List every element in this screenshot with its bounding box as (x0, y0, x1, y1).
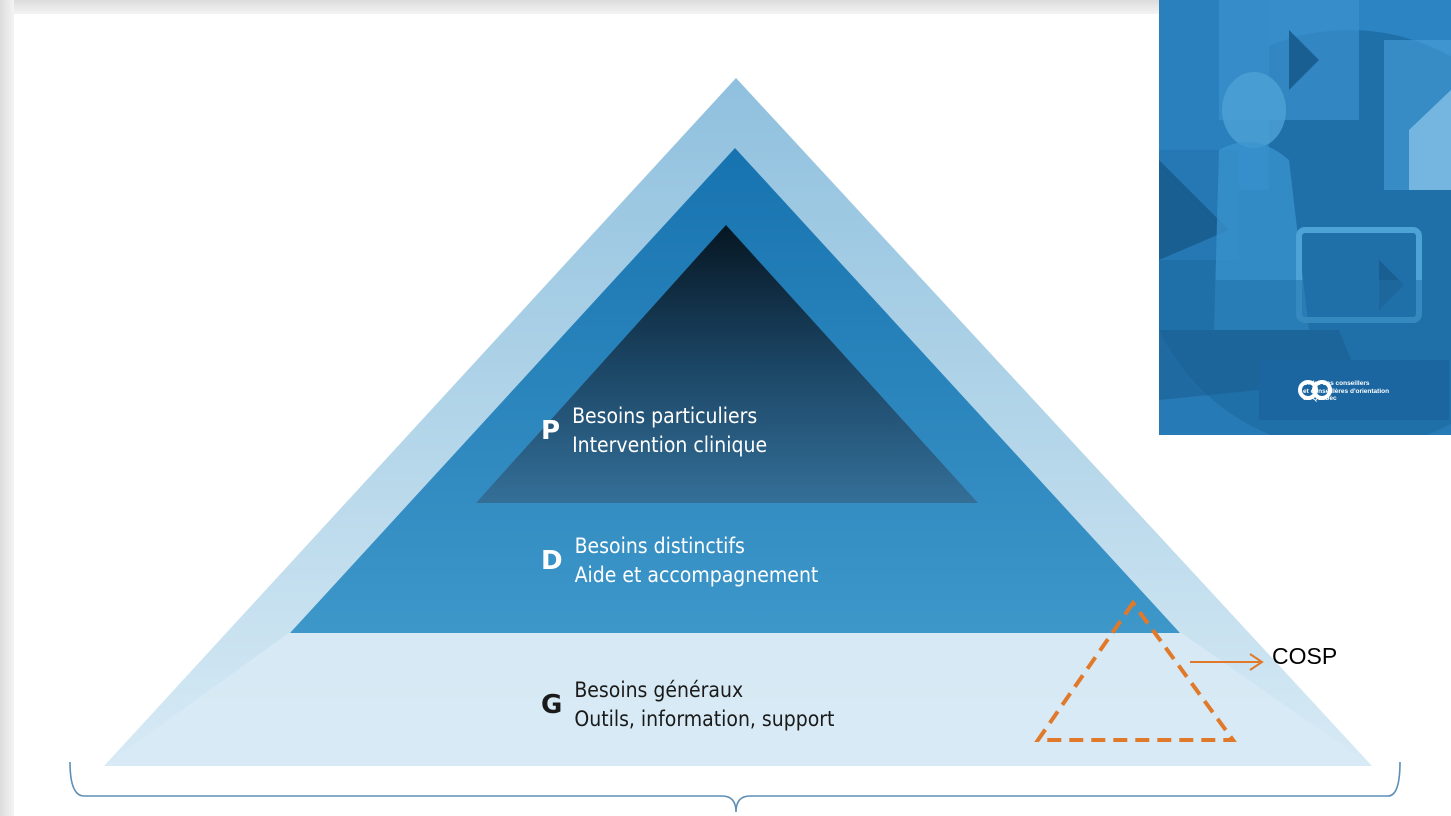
tier-d-line1: Besoins distinctifs (574, 534, 745, 558)
tier-p-line1: Besoins particuliers (572, 404, 758, 428)
cosp-label: COSP (1272, 643, 1338, 669)
cover-logo-line1: Ordre des conseillers (1303, 380, 1370, 387)
tier-d-label: D Besoins distinctifs Aide et accompagne… (541, 532, 818, 590)
cosp-pointer-arrowhead (1249, 653, 1264, 671)
pyramid-inner-layer (476, 225, 978, 503)
tier-p-line2: Intervention clinique (572, 433, 768, 457)
tier-g-line1: Besoins généraux (574, 678, 744, 702)
tier-d-line2: Aide et accompagnement (574, 563, 819, 587)
slide-frame-top (0, 0, 1451, 14)
cover-logo-line2: et conseillères d'orientation (1303, 387, 1390, 395)
co-logo-icon (1298, 380, 1332, 400)
tier-d-letter: D (541, 546, 563, 576)
slide-frame-left (0, 0, 14, 816)
bottom-brace (69, 761, 1401, 813)
tier-p-label: P Besoins particuliers Intervention clin… (541, 402, 767, 460)
tier-g-label: G Besoins généraux Outils, information, … (541, 676, 834, 734)
cover-illustration (1159, 0, 1451, 435)
guide-cover-image: Ordre des conseillers et conseillères d'… (1159, 0, 1451, 435)
tier-g-line2: Outils, information, support (574, 707, 835, 731)
cosp-highlight-triangle (1034, 599, 1237, 742)
cover-logo: Ordre des conseillers et conseillères d'… (1297, 380, 1389, 403)
pyramid-base-band (104, 632, 1372, 766)
tier-g-letter: G (541, 690, 563, 720)
tier-p-letter: P (541, 416, 561, 446)
